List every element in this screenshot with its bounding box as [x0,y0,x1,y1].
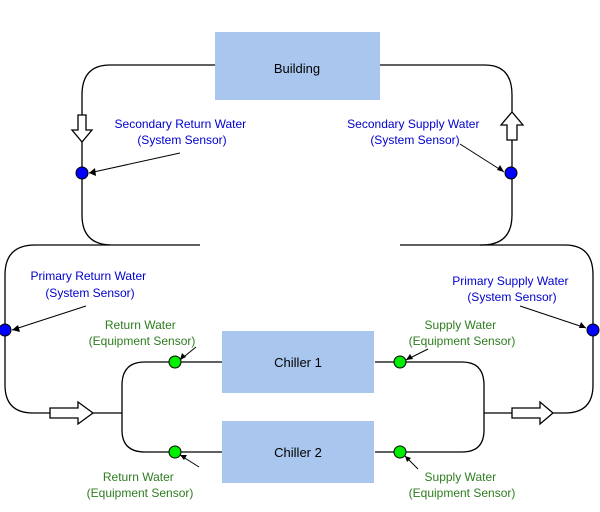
right-arrow-icon [511,400,555,426]
up-arrow-icon [499,110,525,141]
secondary-return-pipe [81,64,215,246]
building-label: Building [274,61,320,76]
secondary-supply-label: Secondary Supply Water (System Sensor) [347,117,483,147]
flow-arrows [49,110,555,426]
equipment-boxes: Building Chiller 1 Chiller 2 [215,32,380,483]
secondary-return-sensor[interactable] [75,166,89,180]
right-arrow-icon [49,400,95,426]
chiller-2-box[interactable]: Chiller 2 [222,421,374,483]
sensors [0,166,600,459]
return-manifold [121,361,222,453]
leader-lines [11,143,587,470]
chiller-1-return-sensor[interactable] [168,355,182,369]
chiller-2-label: Chiller 2 [274,445,322,460]
chiller-1-supply-sensor[interactable] [393,355,407,369]
secondary-supply-pipe [380,64,513,246]
primary-return-sensor[interactable] [0,323,12,337]
chiller-2-supply-label: Supply Water (Equipment Sensor) [409,470,516,500]
building-box[interactable]: Building [215,32,380,100]
chiller-1-box[interactable]: Chiller 1 [222,331,374,393]
chiller-1-return-label: Return Water (Equipment Sensor) [89,318,196,348]
leader-arrowheads [12,165,586,462]
supply-manifold [375,361,485,453]
primary-supply-sensor[interactable] [586,323,600,337]
chiller-2-return-sensor[interactable] [168,445,182,459]
equipment-sensor-labels: Return Water (Equipment Sensor) Supply W… [87,318,516,500]
chiller-2-return-label: Return Water (Equipment Sensor) [87,470,194,500]
chiller-1-supply-label: Supply Water (Equipment Sensor) [409,318,516,348]
primary-supply-label: Primary Supply Water (System Sensor) [452,274,572,304]
secondary-return-label: Secondary Return Water (System Sensor) [115,117,250,147]
primary-return-label: Primary Return Water (System Sensor) [31,269,150,300]
down-arrow-icon [70,114,94,144]
secondary-supply-sensor[interactable] [504,166,518,180]
system-sensor-labels: Secondary Return Water (System Sensor) S… [31,117,572,304]
chiller-1-label: Chiller 1 [274,355,322,370]
chiller-2-supply-sensor[interactable] [393,445,407,459]
